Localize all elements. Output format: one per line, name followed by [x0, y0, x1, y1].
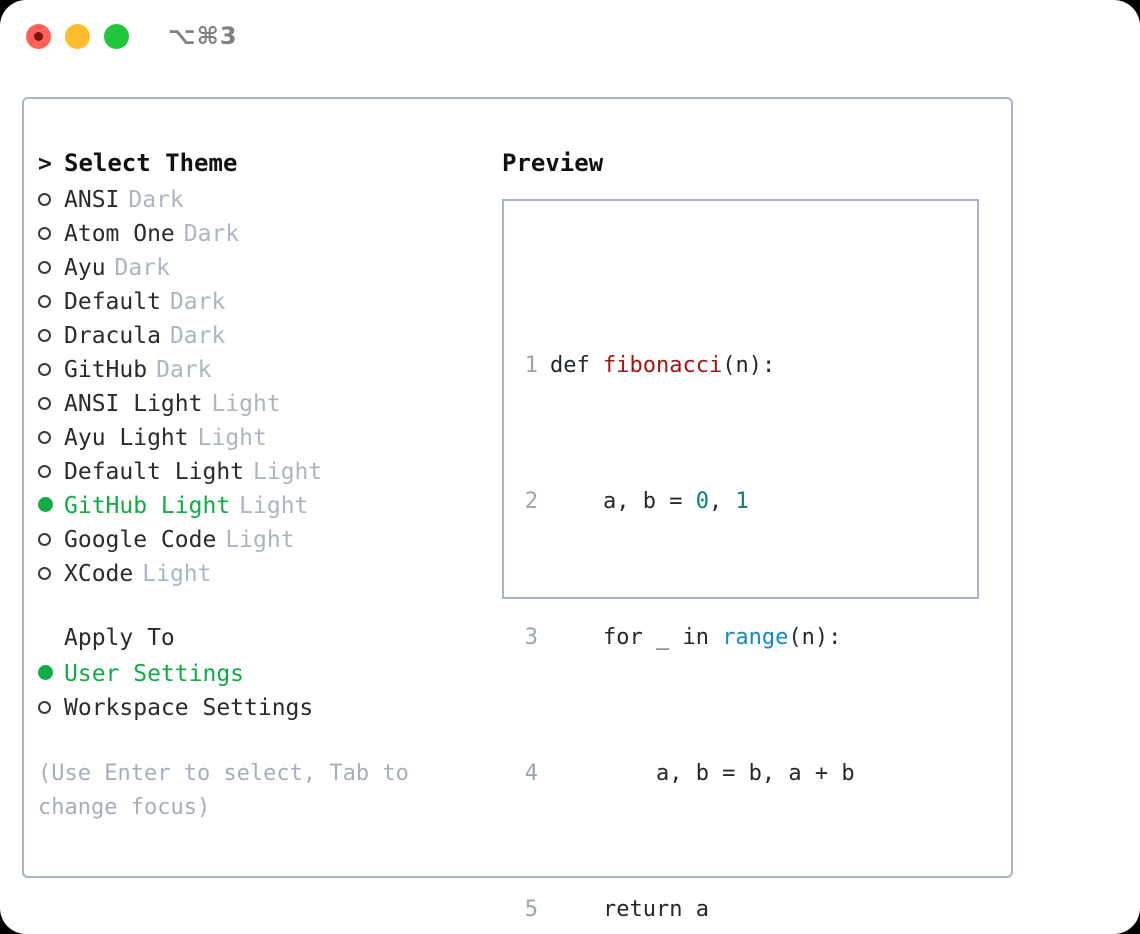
radio-unselected-icon[interactable]: [38, 223, 64, 246]
code-token: a, b =: [550, 489, 696, 514]
theme-list-header: > Select Theme: [38, 149, 478, 187]
apply-to-label: User Settings: [64, 661, 245, 687]
radio-unselected-icon[interactable]: [38, 291, 64, 314]
keyboard-hint: (Use Enter to select, Tab to change focu…: [38, 761, 409, 820]
theme-item-xcode[interactable]: XCode Light: [38, 561, 478, 595]
radio-unselected-icon[interactable]: [38, 427, 64, 450]
radio-unselected-icon[interactable]: [38, 257, 64, 280]
code-token: a, b = b, a + b: [550, 761, 855, 786]
code-token: for _ in: [550, 625, 723, 650]
apply-to-list: User Settings Workspace Settings: [38, 661, 478, 729]
theme-name: ANSI Light: [64, 391, 203, 417]
theme-item-dracula-dark[interactable]: Dracula Dark: [38, 323, 478, 357]
theme-variant: Light: [211, 391, 281, 417]
theme-variant: Light: [225, 527, 295, 553]
radio-unselected-icon[interactable]: [38, 189, 64, 212]
theme-item-ayu-light[interactable]: Ayu Light Light: [38, 425, 478, 459]
main-panel: > Select Theme ANSI Dark Atom One Dark A…: [22, 97, 1013, 922]
line-number: 2: [524, 489, 538, 514]
theme-variant: Dark: [183, 221, 240, 247]
theme-name: XCode: [64, 561, 134, 587]
theme-item-ansi-light[interactable]: ANSI Light Light: [38, 391, 478, 425]
line-number: 1: [524, 353, 538, 378]
code-token: 0: [695, 489, 709, 514]
theme-variant: Light: [253, 459, 323, 485]
line-number: 3: [524, 625, 538, 650]
radio-selected-icon[interactable]: [38, 663, 64, 686]
preview-title: Preview: [502, 149, 604, 177]
shortcut-label: ⌥⌘3: [168, 22, 238, 50]
theme-item-default-light[interactable]: Default Light Light: [38, 459, 478, 493]
apply-to-item-workspace-settings[interactable]: Workspace Settings: [38, 695, 478, 729]
maximize-button[interactable]: [104, 24, 129, 49]
theme-item-github-dark[interactable]: GitHub Dark: [38, 357, 478, 391]
theme-name: GitHub Light: [64, 493, 231, 519]
radio-unselected-icon[interactable]: [38, 697, 64, 720]
radio-unselected-icon[interactable]: [38, 393, 64, 416]
radio-unselected-icon[interactable]: [38, 359, 64, 382]
theme-selector-column: > Select Theme ANSI Dark Atom One Dark A…: [38, 149, 478, 729]
code-token: 1: [735, 489, 749, 514]
theme-name: Default: [64, 289, 161, 315]
theme-item-google-code[interactable]: Google Code Light: [38, 527, 478, 561]
radio-unselected-icon[interactable]: [38, 529, 64, 552]
code-token: ,: [708, 489, 736, 514]
theme-item-default-dark[interactable]: Default Dark: [38, 289, 478, 323]
code-line: 2 a, b = 0, 1: [514, 485, 881, 519]
code-token: fibonacci: [602, 353, 723, 378]
close-button[interactable]: [26, 24, 51, 49]
radio-unselected-icon[interactable]: [38, 325, 64, 348]
apply-to-header: Apply To: [64, 625, 175, 651]
code-token: (n):: [722, 353, 776, 378]
code-line: 4 a, b = b, a + b: [514, 757, 881, 791]
theme-item-ayu-dark[interactable]: Ayu Dark: [38, 255, 478, 289]
line-number: 4: [524, 761, 538, 786]
theme-variant: Dark: [169, 323, 226, 349]
theme-variant: Dark: [114, 255, 170, 281]
minimize-button[interactable]: [65, 24, 90, 49]
code-line: 5 return a: [514, 893, 881, 927]
radio-selected-icon[interactable]: [38, 495, 64, 518]
theme-item-atom-one-dark[interactable]: Atom One Dark: [38, 221, 478, 255]
code-token: (n):: [788, 625, 842, 650]
theme-variant: Light: [197, 425, 267, 451]
code-token: return a: [550, 897, 709, 922]
radio-unselected-icon[interactable]: [38, 563, 64, 586]
theme-variant: Dark: [169, 289, 226, 315]
theme-item-github-light[interactable]: GitHub Light Light: [38, 493, 478, 527]
window-controls: [26, 24, 129, 49]
theme-list-header-label: Select Theme: [64, 149, 238, 177]
theme-variant: Light: [239, 493, 309, 519]
theme-variant: Light: [142, 561, 212, 587]
code-token: def: [550, 353, 603, 378]
section-divider: [38, 595, 478, 625]
title-bar: ⌥⌘3: [0, 0, 1140, 78]
theme-name: Ayu Light: [64, 425, 189, 451]
code-line: 3 for _ in range(n):: [514, 621, 881, 655]
line-number: 5: [524, 897, 538, 922]
theme-name: ANSI: [64, 187, 120, 213]
radio-unselected-icon[interactable]: [38, 461, 64, 484]
code-token: range: [722, 625, 789, 650]
caret-icon: >: [38, 151, 52, 177]
theme-name: Dracula: [64, 323, 161, 349]
theme-name: Atom One: [64, 221, 175, 247]
theme-name: Google Code: [64, 527, 217, 553]
theme-name: GitHub: [64, 357, 148, 383]
theme-item-ansi-dark[interactable]: ANSI Dark: [38, 187, 478, 221]
theme-name: Default Light: [64, 459, 245, 485]
theme-name: Ayu: [64, 255, 106, 281]
theme-list: ANSI Dark Atom One Dark Ayu Dark Default…: [38, 187, 478, 595]
theme-variant: Dark: [156, 357, 212, 383]
theme-variant: Dark: [128, 187, 184, 213]
apply-to-item-user-settings[interactable]: User Settings: [38, 661, 478, 695]
code-line: 1 def fibonacci(n):: [514, 349, 881, 383]
apply-to-label: Workspace Settings: [64, 695, 314, 721]
